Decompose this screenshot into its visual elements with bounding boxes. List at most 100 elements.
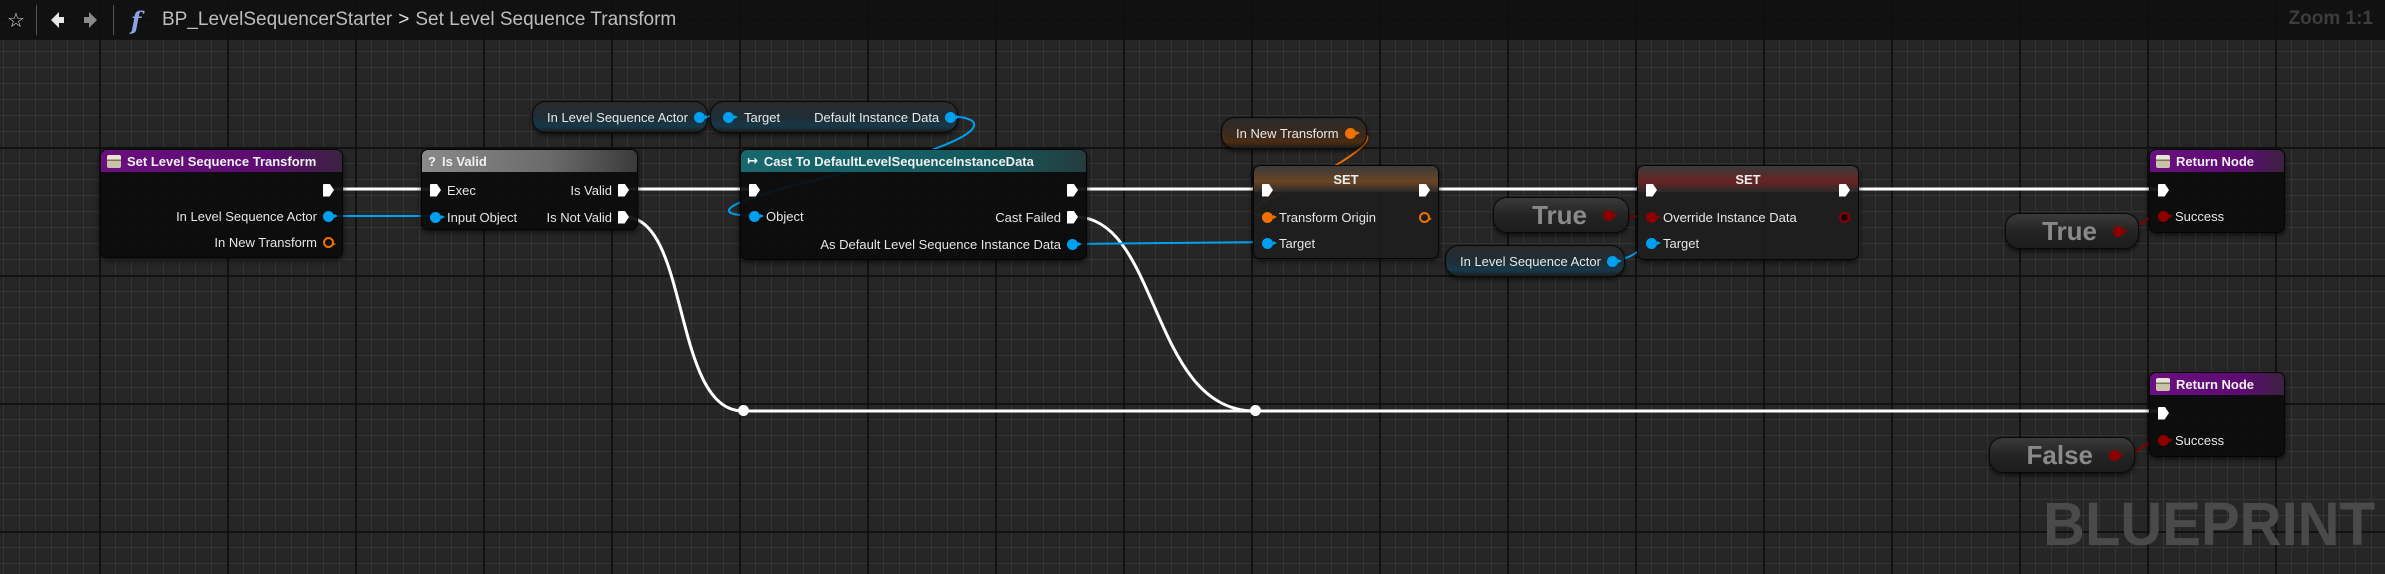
bool-literal-node[interactable]: False [1989,437,2135,473]
bool-pin[interactable] [2158,210,2173,222]
return-node[interactable]: Return Node Success [2149,372,2285,457]
pin-row [2158,404,2169,422]
variable-getter-node[interactable]: In New Transform [1221,117,1367,149]
object-pin[interactable] [1606,255,1622,267]
function-return-icon [2156,154,2170,168]
pin-row: In New Transform [208,233,336,251]
transform-pin[interactable] [1344,127,1360,139]
pin-row: In Level Sequence Actor [170,207,338,225]
pin-row [1839,208,1852,226]
pin-row [1262,181,1273,199]
transform-pin[interactable] [1262,211,1277,223]
object-pin[interactable] [430,211,445,223]
pin-label: Transform Origin [1279,209,1377,225]
pin-label: Is Valid [570,182,612,198]
pin-label: In Level Sequence Actor [176,208,317,224]
pin-row: Success [2158,207,2230,225]
literal-value: False [2026,439,2094,470]
node-header: Set Level Sequence Transform [101,150,342,172]
breadcrumb-function[interactable]: Set Level Sequence Transform [415,9,677,30]
pin-label: Success [2175,432,2225,448]
target-pin[interactable] [723,111,738,123]
function-return-icon [2156,377,2170,391]
variable-getter-node[interactable]: In Level Sequence Actor [532,101,709,133]
pin-row [1839,181,1850,199]
set-transform-origin-node[interactable]: SET Transform Origin Target [1253,165,1439,259]
bool-pin[interactable] [2158,434,2173,446]
pin-row: Target [1646,234,1705,252]
exec-input-pin[interactable] [430,183,441,197]
exec-input-pin[interactable] [749,183,760,197]
back-arrow-icon[interactable] [41,0,73,40]
exec-output-pin-row [323,181,334,199]
node-title: Return Node [2176,376,2254,392]
object-pin[interactable] [945,111,961,123]
exec-output-pin[interactable] [1067,210,1078,224]
object-pin[interactable] [693,111,709,123]
bool-literal-node[interactable]: True [1493,197,1629,233]
pin-row: As Default Level Sequence Instance Data [814,235,1082,253]
pin-row [1646,181,1657,199]
bool-output-pin[interactable] [1839,211,1852,223]
pin-label: As Default Level Sequence Instance Data [820,236,1061,252]
function-icon: f [130,5,142,35]
pin-row [1419,181,1430,199]
variable-getter-node[interactable]: In Level Sequence Actor [1445,245,1625,277]
question-mark-icon: ? [428,153,436,169]
bool-pin[interactable] [1603,209,1618,221]
function-entry-icon [107,154,121,168]
forward-arrow-icon[interactable] [73,0,109,40]
property-getter-node[interactable]: Target Default Instance Data [710,101,961,133]
reroute-node[interactable] [738,405,749,416]
pin-row: Exec [430,181,482,199]
graph-toolbar: ☆ f BP_LevelSequencerStarter > Set Level… [0,0,2385,40]
exec-output-pin[interactable] [618,210,629,224]
bool-pin[interactable] [2113,225,2128,237]
node-header: SET [1254,166,1438,192]
pin-label: Target [1663,235,1700,251]
zoom-level-label: Zoom 1:1 [2288,8,2373,29]
pin-label: Exec [447,182,476,198]
pin-row: Override Instance Data [1646,208,1803,226]
bool-pin[interactable] [1646,211,1661,223]
breadcrumb-blueprint[interactable]: BP_LevelSequencerStarter [162,9,393,30]
pin-label: Is Not Valid [546,209,612,225]
exec-input-pin[interactable] [2158,406,2169,420]
node-title: Return Node [2176,153,2254,169]
transform-pin[interactable] [323,236,336,248]
pin-label: Success [2175,208,2225,224]
bool-literal-node[interactable]: True [2005,213,2139,249]
node-header: Return Node [2150,150,2284,172]
return-node[interactable]: Return Node Success [2149,149,2285,233]
star-icon[interactable]: ☆ [7,9,25,32]
exec-output-pin[interactable] [618,183,629,197]
target-pin[interactable] [1646,237,1661,249]
cast-node[interactable]: ↦ Cast To DefaultLevelSequenceInstanceDa… [740,149,1087,260]
reroute-node[interactable] [1250,405,1261,416]
pin-row: Is Not Valid [540,208,629,226]
exec-input-pin[interactable] [1646,183,1657,197]
object-pin[interactable] [749,210,764,222]
exec-output-pin[interactable] [1067,183,1078,197]
pin-row: Cast Failed [989,208,1078,226]
bool-pin[interactable] [2109,449,2124,461]
exec-output-pin[interactable] [1839,183,1850,197]
object-pin[interactable] [1067,238,1082,250]
pin-row: Input Object [430,208,523,226]
toolbar-divider [113,5,114,35]
function-entry-node[interactable]: Set Level Sequence Transform In Level Se… [100,149,343,258]
set-override-instance-data-node[interactable]: SET Override Instance Data Target [1637,165,1859,260]
target-pin[interactable] [1262,237,1277,249]
pin-row [1419,208,1432,226]
exec-output-pin[interactable] [1419,183,1430,197]
exec-input-pin[interactable] [2158,183,2169,197]
exec-output-pin[interactable] [323,183,334,197]
pin-row: Success [2158,431,2230,449]
exec-input-pin[interactable] [1262,183,1273,197]
node-header: SET [1638,166,1858,192]
is-valid-node[interactable]: ? Is Valid Exec Input Object Is Valid Is… [421,149,638,230]
cast-arrow-icon: ↦ [747,153,758,168]
object-pin[interactable] [323,210,338,222]
transform-output-pin[interactable] [1419,211,1432,223]
